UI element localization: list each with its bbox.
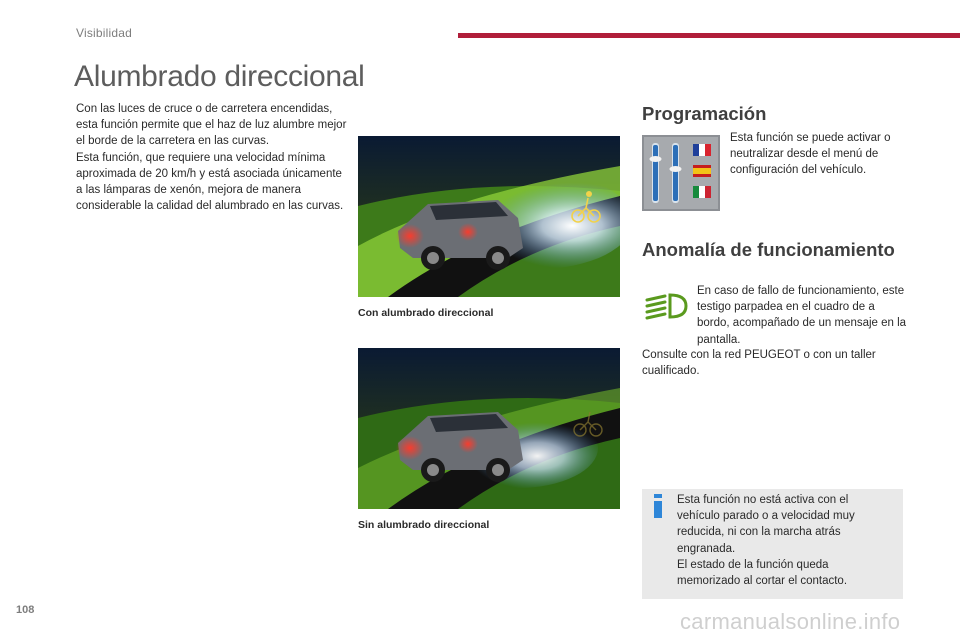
intro-text: Con las luces de cruce o de carretera en… xyxy=(76,101,348,214)
caption-with-directional-lighting: Con alumbrado direccional xyxy=(358,307,494,319)
anomalia-heading: Anomalía de funcionamiento xyxy=(642,239,895,260)
photo-without-directional-lighting xyxy=(358,348,620,509)
info-note-box xyxy=(642,489,903,599)
watermark: carmanualsonline.info xyxy=(680,609,901,634)
anomalia-text: En caso de fallo de funcionamiento, este… xyxy=(697,285,907,346)
headlamp-warning-icon xyxy=(644,290,688,322)
anomalia-dealer-text: Consulte con la red PEUGEOT o con un tal… xyxy=(642,349,876,378)
info-icon xyxy=(651,494,665,518)
page-title: Alumbrado direccional xyxy=(74,60,365,93)
header-accent-rule xyxy=(458,33,960,38)
info-note-paragraph-1: Esta función no está activa con el vehíc… xyxy=(677,494,855,555)
info-note-text: Esta función no está activa con el vehíc… xyxy=(677,492,892,589)
intro-paragraph-1: Con las luces de cruce o de carretera en… xyxy=(76,103,347,148)
programacion-heading: Programación xyxy=(642,103,767,124)
caption-without-directional-lighting: Sin alumbrado direccional xyxy=(358,519,490,531)
programacion-text: Esta función se puede activar o neutrali… xyxy=(730,132,891,177)
photo-with-directional-lighting xyxy=(358,136,620,297)
configuration-menu-thumbnail xyxy=(642,135,720,211)
intro-paragraph-2: Esta función, que requiere una velocidad… xyxy=(76,151,344,213)
page-number: 108 xyxy=(16,604,35,616)
info-note-paragraph-2: El estado de la función queda memorizado… xyxy=(677,558,848,588)
section-label: Visibilidad xyxy=(76,26,133,40)
